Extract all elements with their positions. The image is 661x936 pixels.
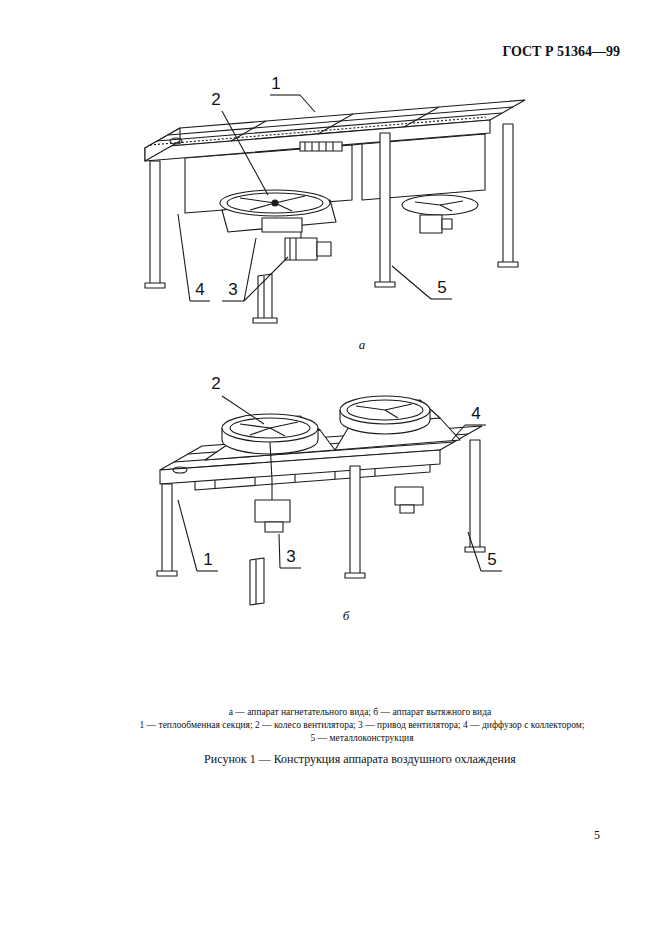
callout-number: 1 <box>203 550 212 570</box>
figure-key: а — аппарат нагнетательного вида; б — ап… <box>229 707 492 718</box>
callout-number: 5 <box>437 278 446 298</box>
callout-number: 3 <box>286 547 295 567</box>
subfigure-label: а <box>359 338 366 353</box>
callout-number: 1 <box>271 74 280 94</box>
callout-number: 5 <box>487 550 496 570</box>
page-number: 5 <box>594 829 600 843</box>
figure-key: 5 — металлоконструкция <box>310 733 413 744</box>
callout-number: 4 <box>471 404 480 424</box>
figure-key: 1 — теплообменная секция; 2 — колесо вен… <box>139 720 584 731</box>
callout-number: 2 <box>211 374 220 394</box>
document-code: ГОСТ Р 51364—99 <box>502 44 620 60</box>
callout-number: 4 <box>195 280 204 300</box>
callout-number: 2 <box>211 90 220 110</box>
subfigure-label: б <box>343 609 350 624</box>
exhaust-cooler-figure <box>157 396 502 605</box>
callout-number: 3 <box>228 280 237 300</box>
pressure-cooler-figure <box>145 95 525 323</box>
figure-caption: Рисунок 1 — Конструкция аппарата воздушн… <box>204 753 516 767</box>
